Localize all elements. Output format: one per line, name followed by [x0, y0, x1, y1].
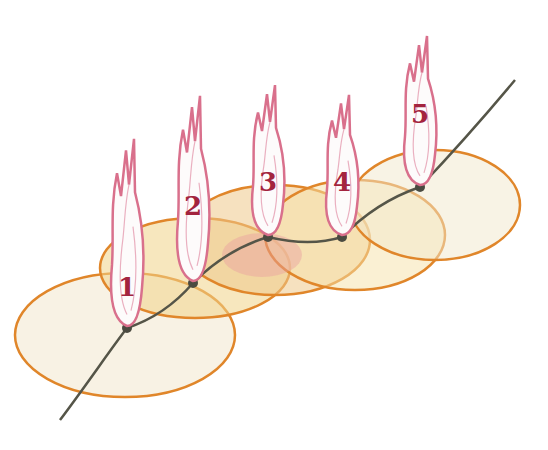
flame-shape: 5	[394, 33, 446, 185]
callout-number: 2	[184, 193, 202, 219]
flame-outline	[404, 36, 436, 185]
flame-outline	[177, 96, 209, 281]
flame-shape: 1	[101, 135, 153, 326]
flame-outline	[316, 92, 368, 235]
callout-number: 5	[411, 101, 429, 127]
callout-number: 4	[333, 169, 351, 195]
flame-shape: 3	[242, 82, 294, 235]
path-line	[60, 328, 127, 420]
flame-outline	[252, 85, 284, 235]
callout-number: 3	[259, 169, 277, 195]
flame-outline	[167, 92, 219, 281]
flame-shape: 4	[316, 92, 368, 235]
flame-outline	[111, 139, 143, 326]
callout-number: 1	[118, 274, 136, 300]
connector-line	[268, 237, 342, 242]
flame-outline	[242, 82, 294, 235]
flame-outline	[326, 95, 358, 235]
heat-ellipse	[350, 150, 520, 260]
flame-shape: 2	[167, 92, 219, 281]
